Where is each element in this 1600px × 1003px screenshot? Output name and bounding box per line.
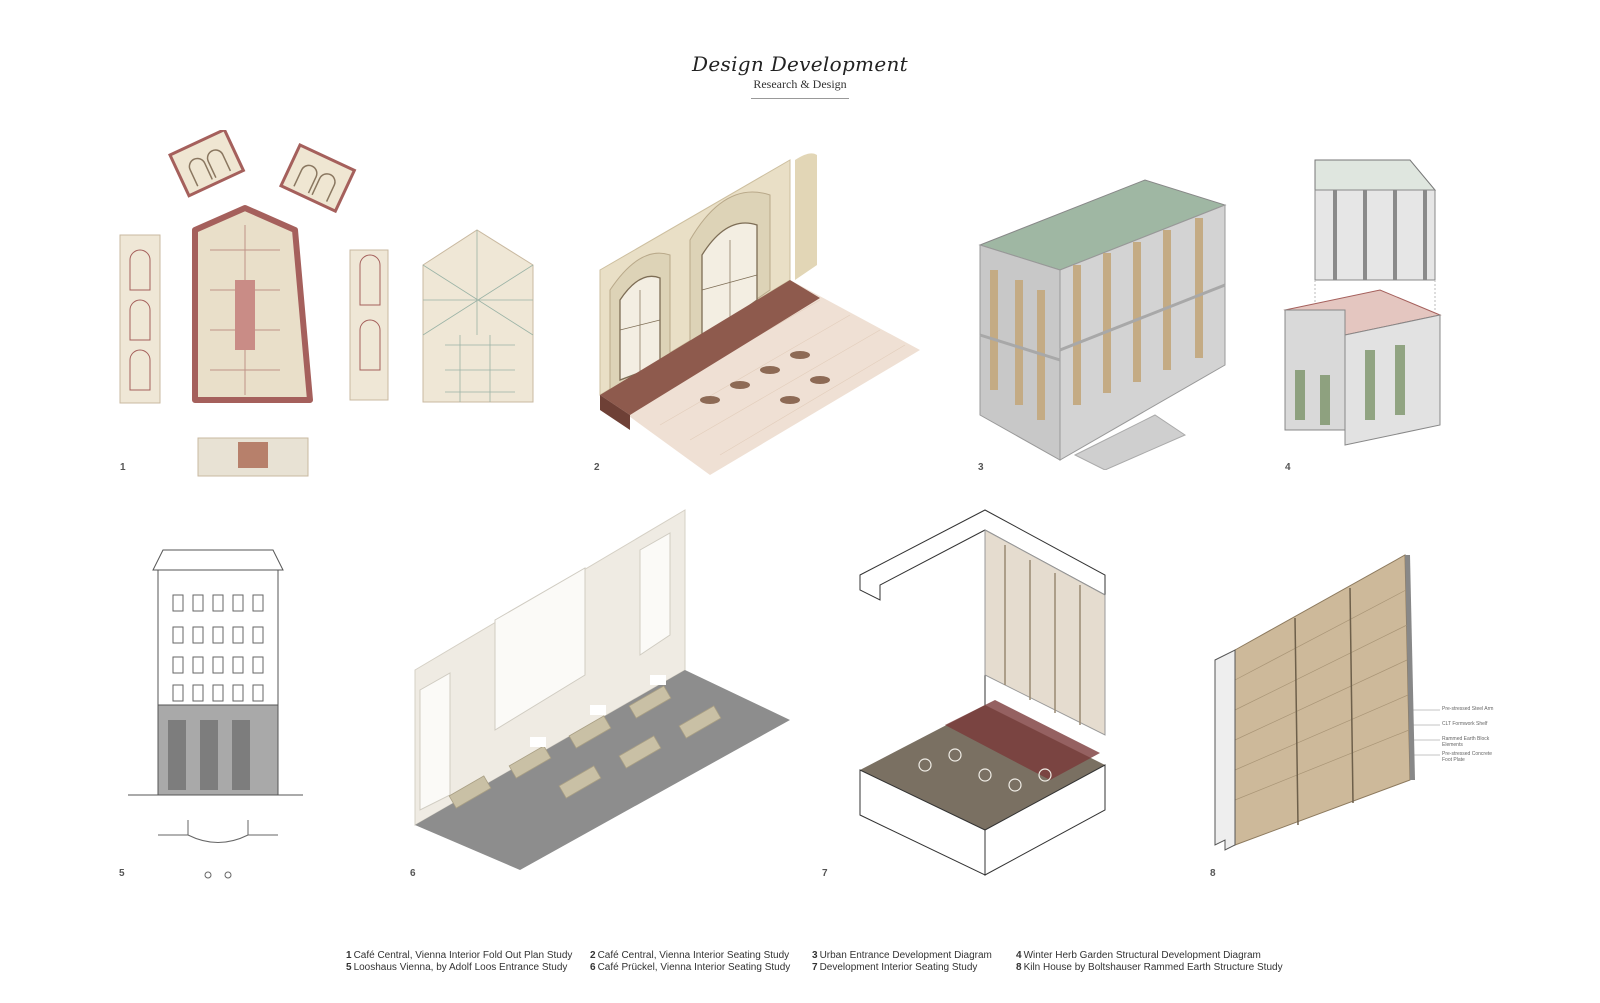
foldout-plan-drawing — [119, 130, 534, 477]
panel-6-number: 6 — [410, 868, 416, 879]
panel-8-number: 8 — [1210, 868, 1216, 879]
panel-3-urban-entrance — [975, 150, 1235, 470]
development-interior-drawing — [859, 509, 1106, 876]
panel-5-number: 5 — [119, 868, 125, 879]
panel-7-number: 7 — [822, 868, 828, 879]
panel-2-cafe-central-isometric — [590, 140, 920, 480]
panel-2-number: 2 — [594, 462, 600, 473]
sheet-title: Design Development — [692, 52, 908, 76]
panel-3-number: 3 — [978, 462, 984, 473]
annotation-steel-arm: Pre-stressed Steel Arm — [1442, 706, 1494, 712]
panel-4-number: 4 — [1285, 462, 1291, 473]
herb-garden-drawing — [1283, 159, 1442, 446]
title-rule — [751, 98, 849, 99]
panel-1-foldout-plan — [115, 130, 555, 480]
sheet-header: Design Development Research & Design — [0, 52, 1600, 99]
annotation-concrete-foot-plate: Pre-stressed Concrete Foot Plate — [1442, 751, 1493, 763]
annotation-rammed-earth-blocks: Rammed Earth Block Elements — [1442, 736, 1490, 748]
fold-flap-left — [168, 130, 246, 198]
cafe-central-drawing — [599, 153, 920, 475]
urban-entrance-drawing — [978, 179, 1227, 470]
panel-6-cafe-pruckel-isometric — [410, 505, 795, 875]
looshaus-drawing — [128, 549, 303, 879]
annotation-clt-shelf: CLT Formwork Shelf — [1442, 721, 1488, 727]
panel-7-development-interior — [855, 505, 1110, 880]
cafe-pruckel-drawing — [414, 509, 790, 870]
rammed-earth-drawing — [1214, 554, 1440, 851]
panel-4-herb-garden-structure — [1280, 150, 1445, 450]
panel-1-number: 1 — [120, 462, 126, 473]
panel-8-rammed-earth-wall: Pre-stressed Steel Arm CLT Formwork Shel… — [1210, 550, 1500, 860]
fold-flap-right — [278, 143, 357, 214]
panel-5-looshaus-entrance — [128, 545, 308, 885]
sheet-subtitle: Research & Design — [753, 77, 847, 91]
